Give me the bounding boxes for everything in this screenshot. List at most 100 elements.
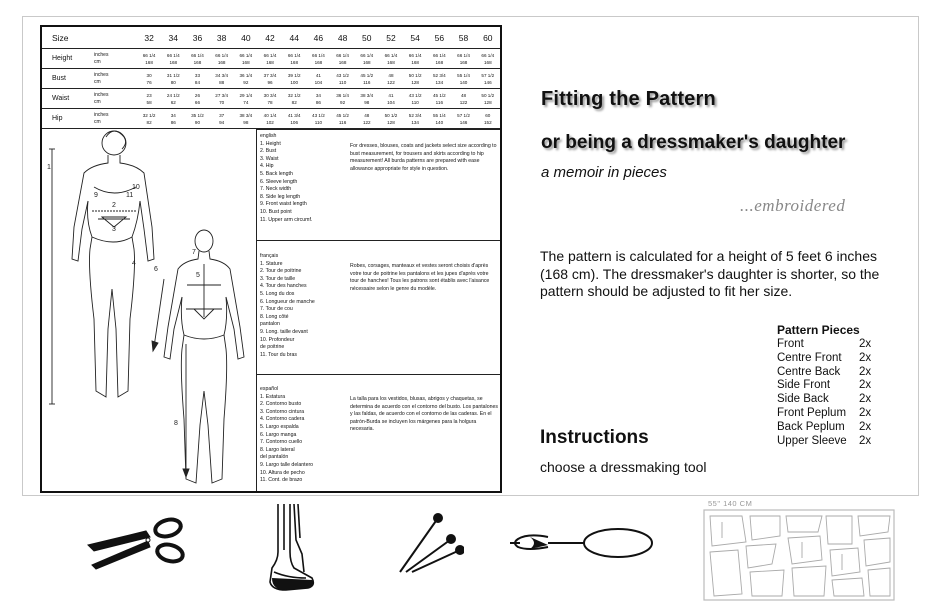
page-title: Fitting the Pattern — [541, 88, 716, 110]
figure-number: 8 — [174, 420, 178, 427]
size-cell: 38 — [209, 27, 234, 49]
scissors-icon[interactable] — [86, 515, 188, 573]
size-cell: 44 — [282, 27, 307, 49]
row-units: inches cm — [93, 88, 137, 109]
size-cell: 56 — [427, 27, 452, 49]
row-label: Bust — [42, 68, 93, 89]
divider-french-spanish — [256, 374, 500, 375]
table-cell: 30 76 — [137, 68, 162, 89]
table-cell: 24 1/2 62 — [161, 88, 186, 109]
measure-item: 2. Bust — [260, 148, 277, 155]
size-cell: 50 — [354, 27, 379, 49]
description-text: The pattern is calculated for a height o… — [540, 248, 880, 299]
size-cell: 42 — [257, 27, 283, 49]
piece-qty: 2x — [859, 338, 872, 350]
table-cell: 66 1/4 168 — [451, 48, 476, 69]
table-cell: 32 1/2 82 — [137, 108, 162, 129]
table-cell: 26 66 — [185, 88, 210, 109]
measure-item: 11. Upper arm circumf. — [260, 216, 313, 223]
measure-item: 6. Sleeve length — [260, 178, 298, 185]
measure-item: 9. Largo talle delantero — [260, 461, 314, 468]
figure-number: 4 — [132, 260, 136, 267]
measure-item: 7. Neck width — [260, 186, 292, 193]
table-cell: 41 104 — [378, 88, 404, 109]
table-cell: 66 1/4 168 — [403, 48, 428, 69]
table-cell: 45 1/2 116 — [427, 88, 452, 109]
figure-number: 11 — [126, 192, 133, 199]
piece-qty: 2x — [859, 393, 872, 406]
figure-number: 6 — [154, 266, 158, 273]
table-cell: 41 104 — [306, 68, 331, 89]
pins-icon[interactable] — [398, 512, 464, 574]
measure-item: 4. Contorno cadera — [260, 416, 305, 423]
piece-name: Upper Sleeve — [777, 434, 847, 447]
piece-name: Back Peplum — [777, 420, 845, 433]
section-note: Robes, corsages, manteaux et vestes sero… — [350, 263, 490, 292]
list-item: Front 2x — [777, 338, 871, 352]
table-cell: 27 3/4 70 — [209, 88, 234, 109]
measure-item: 3. Contorno cintura — [260, 408, 305, 415]
measure-item: 2. Contorno busto — [260, 401, 302, 408]
piece-name: Centre Back — [777, 365, 841, 378]
size-header-label: Size — [42, 27, 137, 49]
piece-qty: 2x — [859, 434, 872, 447]
measure-item: 6. Largo manga — [260, 431, 297, 438]
divider-vertical — [256, 129, 257, 491]
table-cell: 29 1/4 74 — [233, 88, 258, 109]
piece-name: Centre Front — [777, 351, 842, 364]
row-label: Waist — [42, 88, 93, 109]
fabric-width-label: 55" 140 CM — [708, 499, 753, 508]
section-heading: français — [260, 253, 279, 259]
seam-ripper-icon[interactable] — [508, 525, 653, 561]
tagline: a memoir in pieces — [541, 164, 667, 181]
size-cell: 40 — [233, 27, 258, 49]
measure-item: 1. Stature — [260, 260, 283, 267]
size-cell: 46 — [306, 27, 331, 49]
table-cell: 48 122 — [451, 88, 476, 109]
fabric-layout-icon[interactable] — [702, 502, 896, 602]
size-cell: 36 — [185, 27, 210, 49]
divider-top — [256, 129, 500, 130]
table-cell: 34 86 — [161, 108, 186, 129]
table-cell: 55 1/4 140 — [427, 108, 452, 129]
embroidered-caption: ...embroidered — [740, 196, 846, 215]
size-cell: 54 — [403, 27, 428, 49]
measure-item: 9. Long. taille devant — [260, 328, 308, 335]
row-units: inches cm — [93, 108, 137, 129]
measure-item: 3. Tour de taille — [260, 275, 296, 282]
table-cell: 66 1/4 168 — [233, 48, 258, 69]
measure-item: 4. Hip — [260, 163, 274, 170]
table-cell: 32 1/2 82 — [282, 88, 307, 109]
figure-number: 7 — [192, 249, 196, 256]
measure-item: pantalon — [260, 321, 280, 328]
sewing-machine-foot-icon[interactable] — [268, 502, 320, 594]
table-cell: 66 1/4 168 — [282, 48, 307, 69]
table-cell: 31 1/2 80 — [161, 68, 186, 89]
piece-name: Front — [777, 338, 804, 350]
size-cell: 52 — [378, 27, 404, 49]
measure-item: 10. Altura de pecho — [260, 469, 305, 476]
size-cell: 34 — [161, 27, 186, 49]
table-cell: 37 3/4 96 — [257, 68, 283, 89]
measure-item: 11. Tour du bras — [260, 351, 298, 358]
table-cell: 66 1/4 168 — [137, 48, 162, 69]
table-cell: 48 122 — [378, 68, 404, 89]
figure-number: 5 — [196, 272, 200, 279]
size-cell: 48 — [330, 27, 355, 49]
table-cell: 50 1/2 128 — [403, 68, 428, 89]
list-item: Upper Sleeve 2x — [777, 435, 871, 449]
measure-item: 3. Waist — [260, 155, 279, 162]
size-cell: 58 — [451, 27, 476, 49]
row-label: Hip — [42, 108, 93, 129]
measure-item: 10. Bust point — [260, 208, 292, 215]
table-cell: 52 3/4 134 — [403, 108, 428, 129]
size-cell: 32 — [137, 27, 162, 49]
